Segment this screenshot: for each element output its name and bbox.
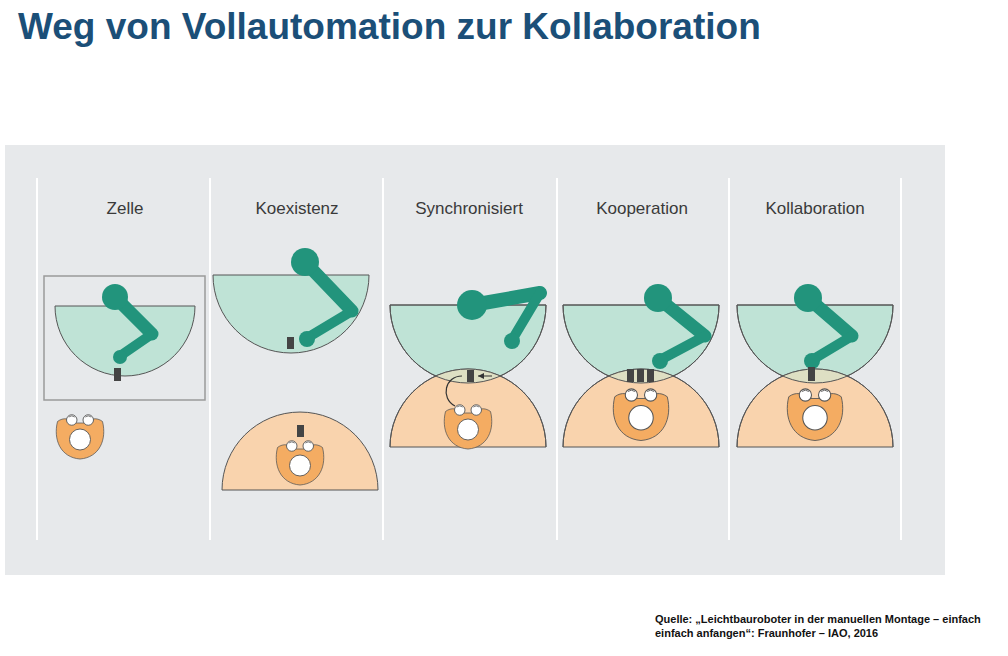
- page-title: Weg von Vollautomation zur Kollaboration: [18, 6, 761, 48]
- column-label: Koexistenz: [212, 199, 382, 219]
- panel: [5, 145, 945, 575]
- column-label: Zelle: [40, 199, 210, 219]
- source-caption: Quelle: „Leichtbauroboter in der manuell…: [655, 612, 1003, 641]
- column-label: Synchronisiert: [384, 199, 554, 219]
- column-label: Kooperation: [557, 199, 727, 219]
- column-label: Kollaboration: [730, 199, 900, 219]
